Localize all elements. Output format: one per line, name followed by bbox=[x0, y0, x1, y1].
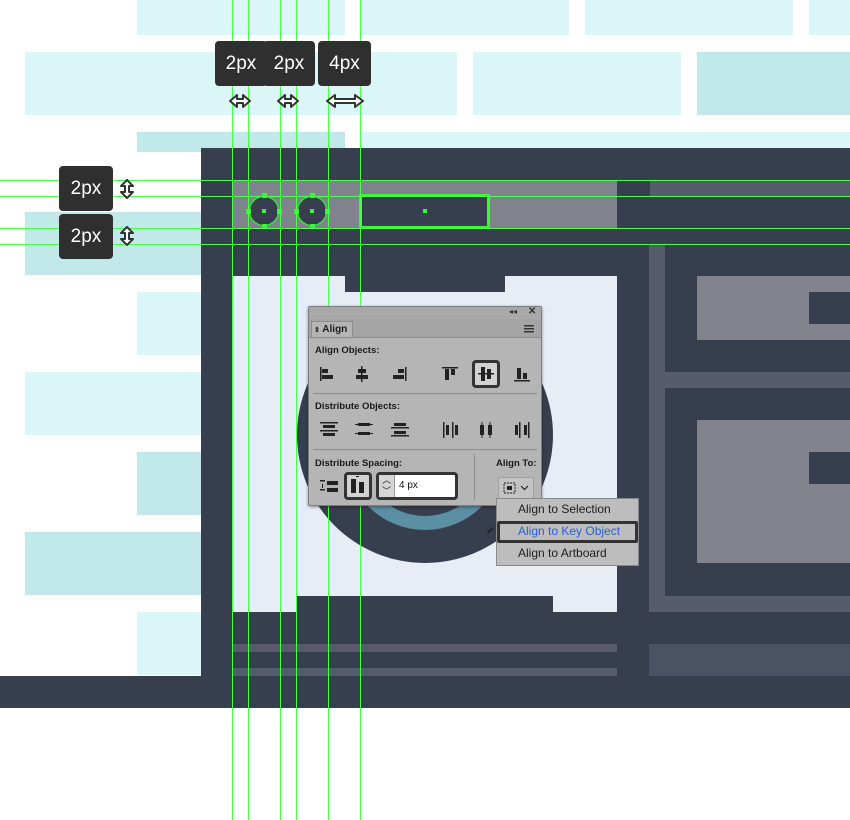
double-arrow-horizontal-icon bbox=[326, 94, 364, 108]
desk-surface bbox=[0, 676, 850, 708]
menu-item-align-to-key-object[interactable]: ✔ Align to Key Object bbox=[486, 521, 638, 543]
canvas-footer-bar bbox=[297, 596, 553, 612]
vertical-distribute-space-icon[interactable] bbox=[318, 476, 340, 498]
right-footer-strip bbox=[649, 644, 850, 676]
selection-center bbox=[310, 209, 314, 213]
bg-tile bbox=[809, 0, 850, 35]
stepper-up-icon[interactable]: ︿ bbox=[382, 475, 392, 485]
right-card-tab bbox=[809, 292, 850, 324]
horizontal-guide bbox=[0, 244, 850, 245]
align-to-label: Align To: bbox=[496, 458, 537, 469]
tab-align-label: Align bbox=[322, 324, 348, 335]
menu-item-label: Align to Key Object bbox=[518, 524, 621, 538]
vertical-distribute-top-icon[interactable] bbox=[318, 419, 340, 441]
vertical-align-center-button[interactable] bbox=[472, 360, 500, 388]
selection-handle bbox=[262, 193, 267, 198]
vertical-align-center-icon bbox=[478, 367, 494, 381]
menu-item-align-to-artboard[interactable]: Align to Artboard bbox=[518, 546, 607, 560]
align-panel[interactable]: ◂◂ ✕ ⇕ Align Align Objects: Distribute O… bbox=[308, 306, 542, 506]
panel-title-bar[interactable] bbox=[309, 307, 541, 319]
horizontal-distribute-left-icon[interactable] bbox=[440, 419, 462, 441]
selection-center bbox=[262, 209, 266, 213]
section-divider bbox=[474, 454, 475, 500]
horizontal-distribute-space-button[interactable] bbox=[344, 472, 372, 500]
bg-tile bbox=[585, 0, 793, 35]
bottom-line bbox=[233, 644, 617, 652]
tab-options-icon: ⇕ bbox=[314, 327, 320, 334]
double-arrow-vertical-icon bbox=[120, 179, 134, 199]
horizontal-guide bbox=[0, 196, 850, 197]
menu-item-align-to-selection[interactable]: Align to Selection bbox=[518, 502, 611, 516]
vertical-guide bbox=[232, 0, 233, 820]
side-toolbar-stripe bbox=[650, 180, 850, 196]
horizontal-distribute-center-icon[interactable] bbox=[475, 419, 497, 441]
bg-tile bbox=[25, 372, 205, 435]
distribute-spacing-label: Distribute Spacing: bbox=[315, 458, 403, 469]
bg-tile bbox=[25, 532, 205, 595]
align-to-menu[interactable]: Align to Selection ✔ Align to Key Object… bbox=[486, 498, 639, 566]
horizontal-distribute-space-icon bbox=[351, 476, 364, 493]
vertical-guide bbox=[280, 0, 281, 820]
vertical-guide bbox=[296, 0, 297, 820]
selection-handle bbox=[310, 193, 315, 198]
align-to-key-object-icon bbox=[503, 482, 516, 494]
vertical-guide bbox=[248, 0, 249, 820]
double-arrow-horizontal-icon bbox=[229, 94, 251, 108]
vertical-distribute-center-icon[interactable] bbox=[353, 419, 375, 441]
selection-handle bbox=[325, 209, 330, 214]
section-divider bbox=[313, 393, 537, 394]
bg-tile bbox=[137, 132, 345, 152]
close-panel-icon[interactable]: ✕ bbox=[528, 306, 537, 317]
horizontal-guide bbox=[0, 228, 850, 229]
bg-tile bbox=[361, 0, 569, 35]
bg-tile bbox=[473, 52, 681, 115]
spacing-value-field[interactable]: ︿ ﹀ 4 px bbox=[376, 472, 458, 500]
bg-tile bbox=[137, 0, 345, 35]
vertical-align-bottom-icon[interactable] bbox=[511, 363, 533, 385]
double-arrow-horizontal-icon bbox=[277, 94, 299, 108]
spacing-tooltip: 2px bbox=[59, 166, 113, 211]
bg-tile bbox=[25, 212, 205, 275]
chevron-down-icon bbox=[520, 485, 529, 491]
selection-handle bbox=[262, 224, 267, 229]
vertical-distribute-bottom-icon[interactable] bbox=[389, 419, 411, 441]
bg-tile bbox=[137, 452, 205, 515]
bg-tile bbox=[697, 52, 850, 115]
spacing-tooltip: 2px bbox=[215, 41, 267, 86]
bg-tile bbox=[137, 292, 205, 355]
checkmark-icon: ✔ bbox=[486, 525, 496, 537]
horizontal-align-right-icon[interactable] bbox=[388, 363, 410, 385]
double-arrow-vertical-icon bbox=[120, 226, 134, 246]
spacing-tooltip: 4px bbox=[318, 41, 371, 86]
horizontal-align-left-icon[interactable] bbox=[316, 363, 338, 385]
selection-center bbox=[423, 209, 427, 213]
distribute-objects-label: Distribute Objects: bbox=[315, 401, 400, 412]
panel-tab-row bbox=[309, 319, 541, 338]
right-card-inner bbox=[697, 420, 850, 563]
horizontal-align-center-icon[interactable] bbox=[351, 363, 373, 385]
align-to-dropdown[interactable] bbox=[498, 477, 534, 499]
bg-tile bbox=[361, 132, 850, 152]
spacing-tooltip: 2px bbox=[263, 41, 315, 86]
bg-tile bbox=[137, 612, 205, 675]
canvas-header-bar bbox=[345, 276, 505, 292]
vertical-align-top-icon[interactable] bbox=[439, 363, 461, 385]
tab-align[interactable]: ⇕ Align bbox=[311, 321, 353, 337]
stepper-down-icon[interactable]: ﹀ bbox=[382, 486, 392, 496]
bottom-line bbox=[233, 668, 617, 676]
section-divider bbox=[313, 449, 537, 450]
spacing-value-text[interactable]: 4 px bbox=[399, 480, 418, 491]
collapse-panel-icon[interactable]: ◂◂ bbox=[509, 307, 518, 316]
horizontal-guide bbox=[0, 180, 850, 181]
panel-menu-icon[interactable] bbox=[523, 324, 535, 334]
align-objects-label: Align Objects: bbox=[315, 345, 380, 356]
selection-handle bbox=[310, 224, 315, 229]
horizontal-distribute-right-icon[interactable] bbox=[511, 419, 533, 441]
selection-handle bbox=[277, 209, 282, 214]
spacing-tooltip: 2px bbox=[59, 214, 113, 259]
right-card-tab bbox=[809, 452, 850, 484]
spacing-stepper[interactable]: ︿ ﹀ bbox=[379, 475, 395, 497]
